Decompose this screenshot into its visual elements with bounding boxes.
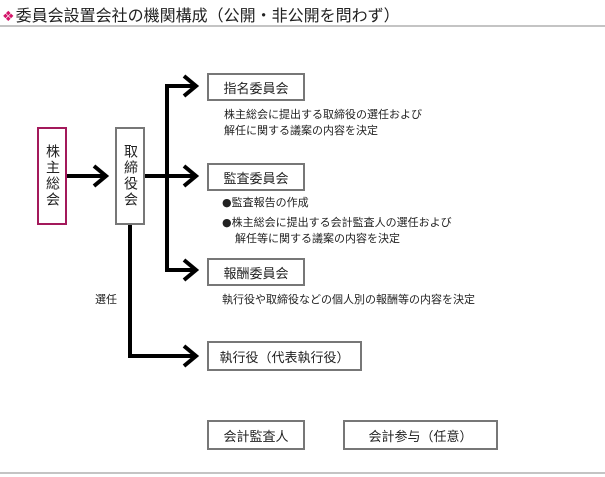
diamond-icon: ❖ (2, 9, 15, 25)
compensation-committee-box: 報酬委員会 (207, 258, 305, 286)
board-committee-branch (165, 84, 194, 272)
executive-officer-box: 執行役（代表執行役） (207, 341, 362, 371)
audit-desc: ●監査報告の作成●株主総会に提出する会計監査人の選任および解任等に関する議案の内… (222, 196, 452, 245)
title-text: 委員会設置会社の機関構成（公開・非公開を問わず） (15, 6, 400, 25)
divider (0, 25, 605, 27)
audit-committee-box: 監査委員会 (207, 163, 305, 191)
nomination-committee-box: 指名委員会 (207, 73, 305, 101)
nomination-desc: 株主総会に提出する取締役の選任および解任に関する議案の内容を決定 (224, 108, 422, 137)
accounting-auditor-box: 会計監査人 (207, 420, 305, 450)
shareholders-meeting-box: 株主総会 (37, 127, 67, 225)
appoint-label: 選任 (95, 293, 117, 306)
arrow-board-executive (128, 225, 194, 358)
board-box: 取締役会 (115, 127, 145, 225)
compensation-desc: 執行役や取締役などの個人別の報酬等の内容を決定 (222, 293, 475, 306)
accounting-advisor-box: 会計参与（任意） (343, 420, 498, 450)
divider (0, 472, 605, 474)
page-title: ❖委員会設置会社の機関構成（公開・非公開を問わず） (2, 2, 400, 26)
